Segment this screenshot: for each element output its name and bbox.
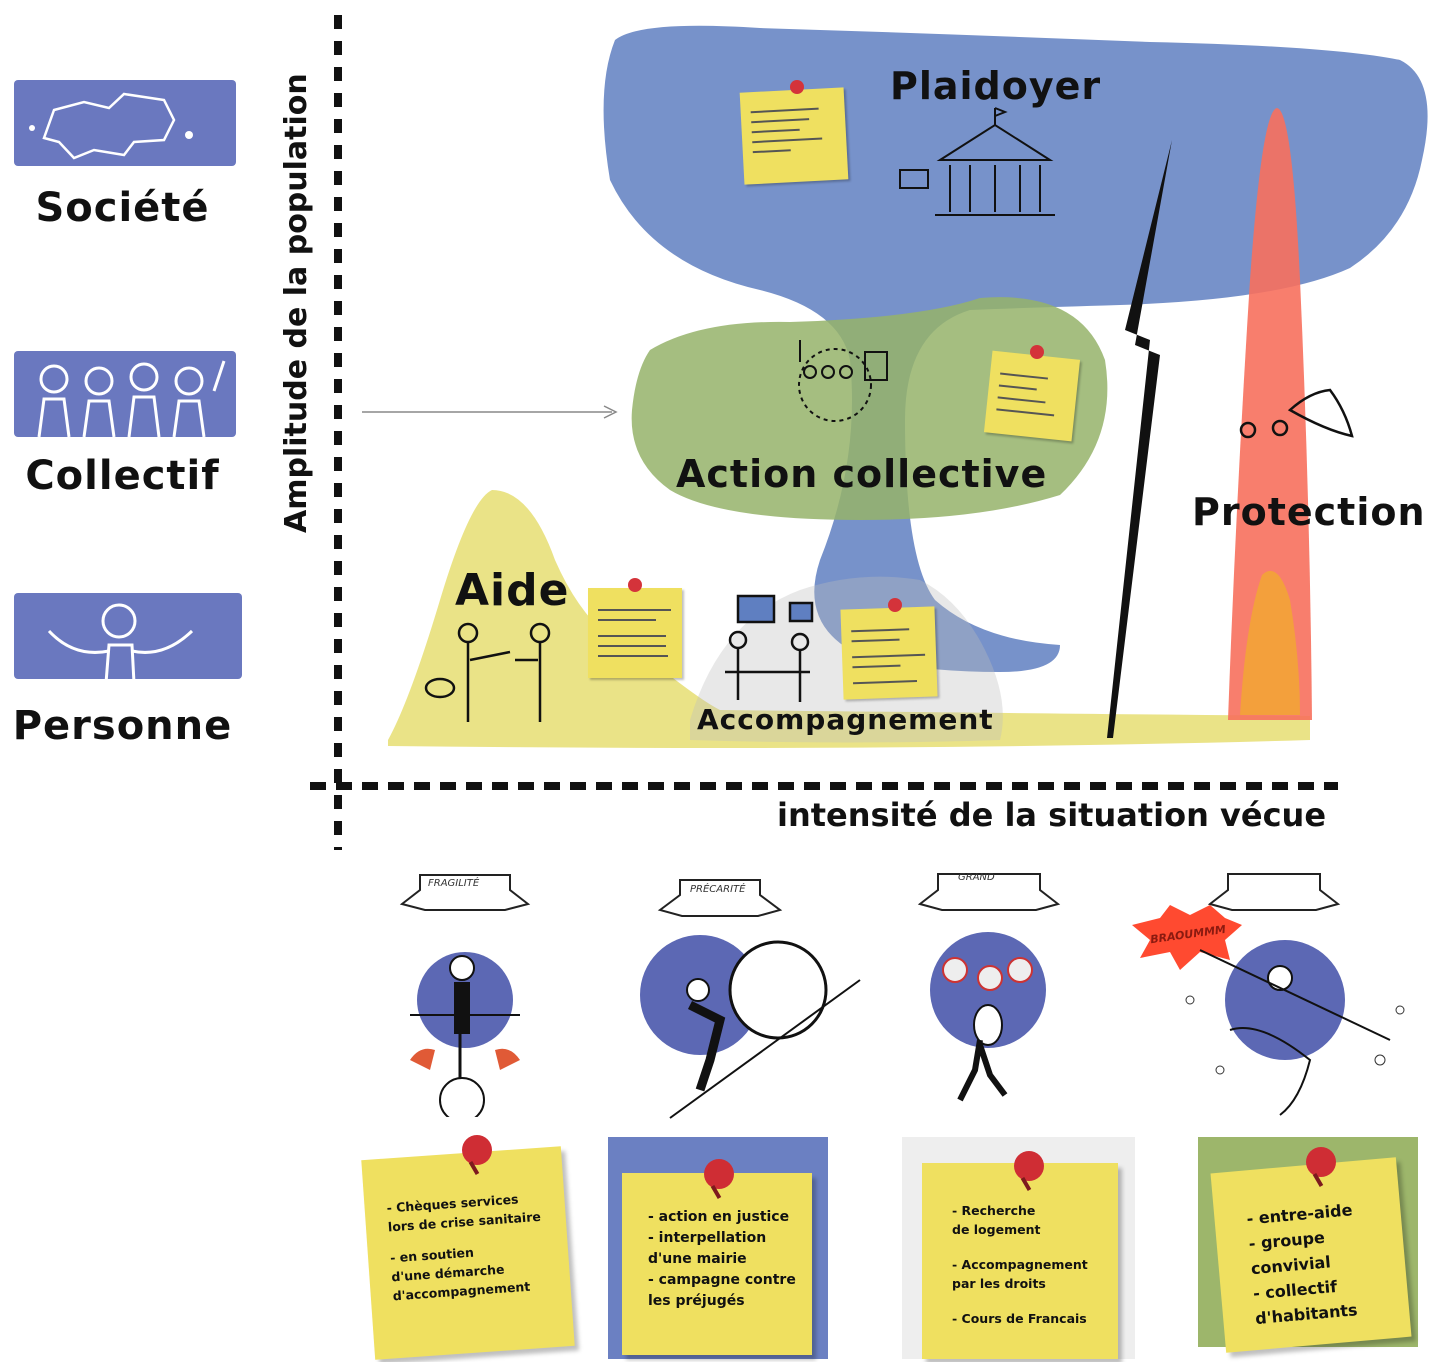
government-building-icon: [899, 107, 1055, 216]
protection-zone: [1228, 108, 1312, 720]
sticky-note-4: - entre-aide - groupe convivial - collec…: [1210, 1157, 1412, 1353]
aide-label: Aide: [455, 565, 570, 616]
map-of-france-icon: [29, 92, 193, 160]
protection-core: [1240, 570, 1300, 715]
note-panel-1: - Chèques services lors de crise sanitai…: [350, 1117, 590, 1362]
pushpin-icon: [704, 1159, 734, 1189]
protection-label: Protection: [1192, 490, 1426, 534]
pin-icon: [790, 80, 804, 94]
note-line: les préjugés: [648, 1293, 745, 1309]
y-axis-label: Amplitude de la population: [279, 73, 314, 533]
pushing-boulder-icon: [640, 879, 861, 1119]
note-line: - campagne contre: [648, 1272, 796, 1288]
level-personne-label: Personne: [12, 703, 233, 749]
accompagnement-mini-note: [840, 606, 938, 700]
x-axis-label: intensité de la situation vécue: [777, 796, 1327, 834]
note-line: - interpellation: [648, 1230, 767, 1246]
person-carrying-burden-icon: [917, 873, 1061, 1102]
banner-grand: GRAND: [958, 872, 995, 883]
level-societe-card: [14, 80, 236, 166]
banner-precarite: PRÉCARITÉ: [690, 884, 746, 895]
plaidoyer-label: Plaidoyer: [890, 64, 1102, 108]
plaidoyer-mini-note: [739, 87, 849, 185]
banner-fragilite: FRAGILITÉ: [428, 878, 480, 889]
situation-fragilite: [390, 860, 540, 1123]
sticky-note-2: - action en justice - interpellation d'u…: [622, 1173, 812, 1355]
arrow-head-icon: [603, 405, 618, 419]
note-line: d'une mairie: [648, 1251, 747, 1267]
situation-precarite: [630, 860, 870, 1120]
zones-diagram: [310, 15, 1428, 850]
note-line: - action en justice: [648, 1209, 790, 1225]
note-panel-3: - Recherche de logement - Accompagnement…: [902, 1137, 1135, 1359]
action-collective-zone: [631, 297, 1108, 520]
sticky-note-1: - Chèques services lors de crise sanitai…: [361, 1146, 575, 1360]
pushpin-icon: [1014, 1151, 1044, 1181]
group-meeting-icon: [798, 340, 888, 422]
explosion-fall-icon: [1132, 873, 1405, 1116]
sticky-note-3: - Recherche de logement - Accompagnement…: [922, 1163, 1118, 1359]
pin-icon: [888, 598, 902, 612]
level-collectif-card: [14, 351, 236, 438]
mini-note-lines: [851, 628, 926, 685]
level-societe-label: Société: [35, 185, 210, 231]
note-line: - Accompagnement: [952, 1257, 1088, 1272]
action-mini-note: [983, 350, 1081, 442]
aide-mini-note: [588, 588, 682, 678]
level-personne-card: [14, 593, 242, 684]
single-person-icon: [47, 603, 194, 684]
lightning-bolt-icon: [1107, 140, 1172, 738]
mini-note-lines: [598, 609, 671, 657]
note-line: de logement: [952, 1222, 1041, 1237]
accompagnement-label: Accompagnement: [697, 703, 994, 736]
note-line: - Cours de Francais: [952, 1311, 1087, 1326]
situation-explosion: [1130, 860, 1430, 1130]
action-collective-label: Action collective: [676, 452, 1048, 496]
pushpin-icon: [1306, 1147, 1336, 1177]
balancing-person-icon: [399, 874, 531, 1123]
mini-note-lines: [750, 107, 823, 154]
shield-icon: [1239, 388, 1354, 439]
pin-icon: [1030, 345, 1044, 359]
note-line: - Recherche: [952, 1203, 1036, 1218]
plaidoyer-zone: [603, 25, 1428, 672]
people-giving-help-icon: [424, 622, 551, 722]
situation-grand: [910, 860, 1070, 1120]
note-panel-4: - entre-aide - groupe convivial - collec…: [1198, 1137, 1418, 1353]
note-line: par les droits: [952, 1276, 1046, 1291]
level-collectif-label: Collectif: [25, 453, 220, 499]
mini-note-lines: [996, 372, 1055, 417]
note-panel-2: - action en justice - interpellation d'u…: [608, 1137, 828, 1359]
pin-icon: [628, 578, 642, 592]
pushpin-icon: [462, 1135, 492, 1165]
group-of-people-icon: [37, 360, 226, 438]
aide-zone: [388, 490, 1310, 748]
people-at-desk-icon: [725, 594, 814, 702]
